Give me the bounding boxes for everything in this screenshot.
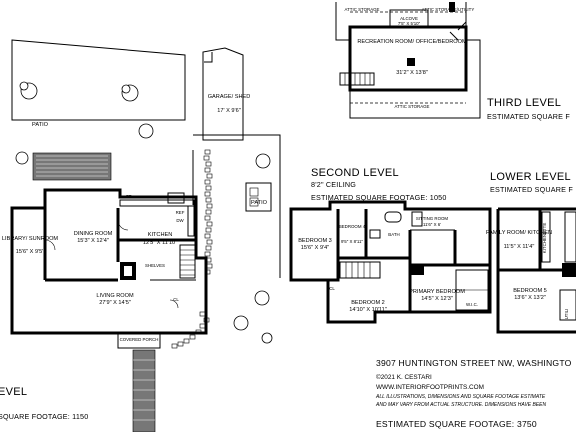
disclaimer-line-2: AND MAY VARY FROM ACTUAL STRUCTURE. DIME… xyxy=(375,402,547,408)
kitchen-dimensions: 12'5" X 11'10" xyxy=(143,240,177,246)
shelves-label: SHELVES xyxy=(145,263,165,268)
utility-label: UTILI xyxy=(564,309,569,320)
lower-level-sqft: ESTIMATED SQUARE F xyxy=(490,185,573,194)
lawn-outline xyxy=(11,39,186,121)
total-sqft: ESTIMATED SQUARE FOOTAGE: 3750 xyxy=(376,419,537,429)
walk-in-closet-label: W.I.C. xyxy=(466,302,478,307)
primary-bedroom-label: PRIMARY BEDROOM xyxy=(409,289,465,295)
attic-storage-label-2: ATTIC STORAGE xyxy=(395,104,430,109)
third-level-exterior-wall xyxy=(348,25,468,92)
garage-dimensions: 17' X 9'6" xyxy=(217,108,240,114)
second-level-stairs xyxy=(339,261,381,279)
front-walk xyxy=(132,349,156,432)
recreation-room-label: RECREATION ROOM/ OFFICE/BEDROOM xyxy=(357,39,467,45)
garage-door xyxy=(204,52,213,63)
dw-label: DW xyxy=(176,218,184,223)
first-level-plan xyxy=(10,188,208,349)
covered-porch-outline xyxy=(117,333,161,349)
bedroom-2-dimensions: 14'10" X 10'11" xyxy=(349,307,386,313)
copyright-text: ©2021 K. CESTARI xyxy=(376,373,432,381)
primary-bedroom-dimensions: 14'5" X 12'3" xyxy=(421,296,453,302)
living-room-dimensions: 27'9" X 14'5" xyxy=(99,300,131,306)
garage-outline xyxy=(202,47,244,141)
third-level-title: THIRD LEVEL xyxy=(487,97,561,109)
first-level-exterior-wall xyxy=(10,188,208,335)
family-room-dimensions: 11'5" X 11'4" xyxy=(504,244,535,250)
website-text: WWW.INTERIORFOOTPRINTS.COM xyxy=(376,384,484,391)
third-level-sqft: ESTIMATED SQUARE F xyxy=(487,112,570,121)
third-level-plan xyxy=(335,2,481,119)
lower-level-plan xyxy=(496,207,576,334)
property-address: 3907 HUNTINGTON STREET NW, WASHINGTO xyxy=(376,358,572,368)
second-level-exterior-wall xyxy=(289,200,492,324)
alcove-label: ALCOVE xyxy=(400,16,418,21)
patio-top xyxy=(32,152,112,181)
garage-label: GARAGE/ SHED xyxy=(208,94,251,100)
bedroom-3-label: BEDROOM 3 xyxy=(298,238,332,244)
second-level-ceiling: 8'2" CEILING xyxy=(311,180,356,189)
covered-porch-label: COVERED PORCH xyxy=(120,337,159,342)
family-room-label: FAMILY ROOM/ KITCHEN xyxy=(486,230,552,236)
recreation-room-dimensions: 31'2" X 13'8" xyxy=(396,70,428,76)
bedroom-2-label: BEDROOM 2 xyxy=(351,300,385,306)
bedroom-5-dimensions: 13'6" X 13'2" xyxy=(514,295,546,301)
first-level-stairs xyxy=(179,244,196,279)
library-dimensions: 15'6" X 9'5" xyxy=(16,249,45,255)
patio-label-left: PATIO xyxy=(32,122,49,128)
attic-storage-label-1: ATTIC STORAGE xyxy=(345,7,380,12)
sitting-room-label: SITTING ROOM xyxy=(416,216,449,221)
first-level-title: EVEL xyxy=(0,386,27,398)
living-room-label: LIVING ROOM xyxy=(96,293,134,299)
alcove-dimensions: 7'5" X 5'10" xyxy=(398,21,421,26)
kitchen-label: KITCHEN xyxy=(148,232,173,238)
kitchenette-label: KITCHENETTE xyxy=(542,223,547,254)
third-level-stairs xyxy=(339,72,375,86)
bedroom-5-label: BEDROOM 5 xyxy=(513,288,547,294)
attic-utility-label: ATTIC STORAGE/UTILITY xyxy=(422,7,475,12)
third-level-attic-outline xyxy=(335,2,481,119)
second-bath-label: BATH xyxy=(388,232,399,237)
sitting-room-dimensions: 11'6" X 6' xyxy=(423,222,441,227)
library-label: LIBRARY/ SUNROOM xyxy=(2,236,58,242)
lower-level-title: LOWER LEVEL xyxy=(490,171,571,183)
disclaimer-line-1: ALL ILLUSTRATIONS, DIMENSIONS AND SQUARE… xyxy=(375,394,546,400)
bedroom-4-dimensions: 9'5" X 8'11" xyxy=(341,239,363,244)
bedroom-4-label: BEDROOM 4 xyxy=(339,224,366,229)
first-closet-label: CL xyxy=(173,297,179,302)
patio-right xyxy=(245,182,272,212)
dining-room-label: DINING ROOM xyxy=(74,231,113,237)
tree-group xyxy=(15,81,273,344)
second-closet-label: CL xyxy=(329,286,335,291)
site-plan xyxy=(11,39,281,432)
bedroom-3-dimensions: 15'6" X 9'4" xyxy=(301,245,330,251)
fr-label: FR xyxy=(126,194,132,199)
first-level-sqft: SQUARE FOOTAGE: 1150 xyxy=(0,412,88,421)
lower-level-exterior-wall xyxy=(496,207,576,334)
ref-label: REF xyxy=(176,210,185,215)
dining-room-dimensions: 15'3" X 12'4" xyxy=(77,238,109,244)
second-level-plan xyxy=(289,200,492,324)
second-level-sqft: ESTIMATED SQUARE FOOTAGE: 1050 xyxy=(311,193,447,202)
second-level-title: SECOND LEVEL xyxy=(311,167,399,179)
patio-label-right: PATIO xyxy=(251,200,268,206)
